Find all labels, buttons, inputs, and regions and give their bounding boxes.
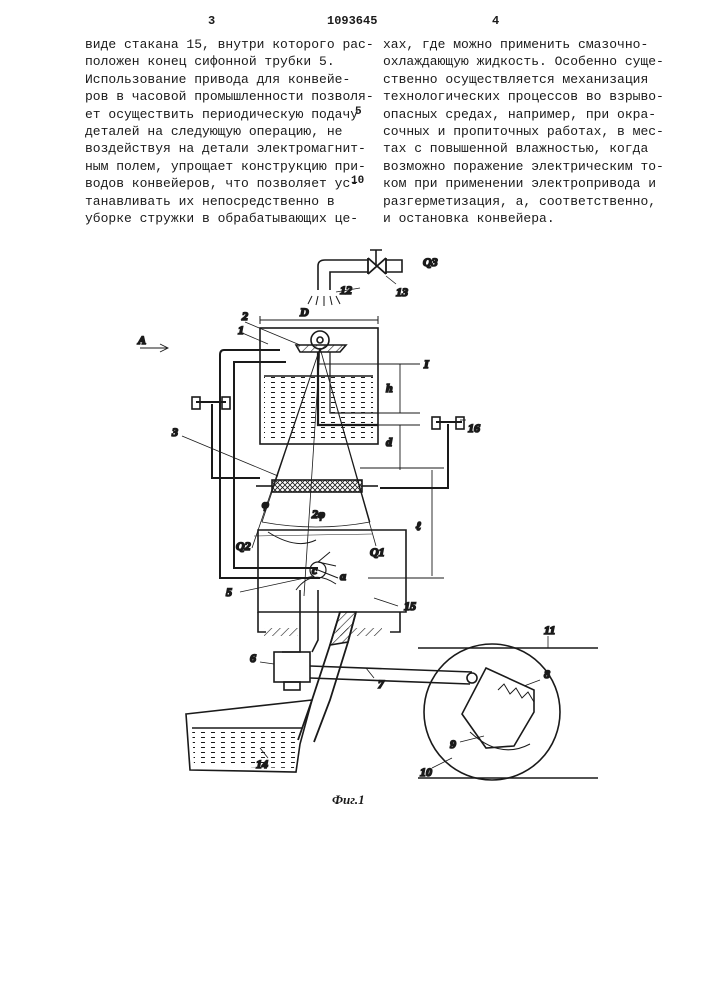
label-16: 16 xyxy=(468,421,480,435)
label-6: 6 xyxy=(250,651,256,665)
label-d: d xyxy=(386,435,393,449)
label-phi: φ xyxy=(262,497,269,511)
label-15: 15 xyxy=(404,599,416,613)
push-rod xyxy=(310,666,472,684)
upper-tank xyxy=(260,316,378,444)
label-i-level: I xyxy=(423,357,430,371)
label-1: 1 xyxy=(238,323,244,337)
label-10: 10 xyxy=(420,765,432,779)
label-8: 8 xyxy=(544,667,550,681)
drive-wheel xyxy=(418,644,598,780)
label-12: 12 xyxy=(340,283,352,297)
label-d-width: D xyxy=(299,305,309,319)
label-2phi: 2φ xyxy=(311,507,325,521)
valve-body xyxy=(274,652,310,682)
glass-cup xyxy=(258,530,406,612)
filter-element xyxy=(272,480,362,492)
label-q2: Q2 xyxy=(236,539,251,553)
right-stand xyxy=(380,417,464,488)
label-a-view: A xyxy=(137,333,146,347)
label-h: h xyxy=(386,381,393,395)
label-14: 14 xyxy=(256,757,268,771)
label-q3: Q3 xyxy=(423,255,438,269)
figure-caption: Фиг.1 xyxy=(332,792,365,808)
label-11: 11 xyxy=(544,623,555,637)
left-stand xyxy=(192,397,260,478)
label-5: 5 xyxy=(226,585,232,599)
label-3: 3 xyxy=(171,425,178,439)
label-9: 9 xyxy=(450,737,456,751)
label-l: ℓ xyxy=(416,519,421,533)
label-a: a xyxy=(340,569,346,583)
label-2: 2 xyxy=(241,309,248,323)
label-13: 13 xyxy=(396,285,408,299)
label-c: c xyxy=(312,563,318,577)
label-7: 7 xyxy=(378,677,385,691)
label-q1: Q1 xyxy=(370,545,385,559)
